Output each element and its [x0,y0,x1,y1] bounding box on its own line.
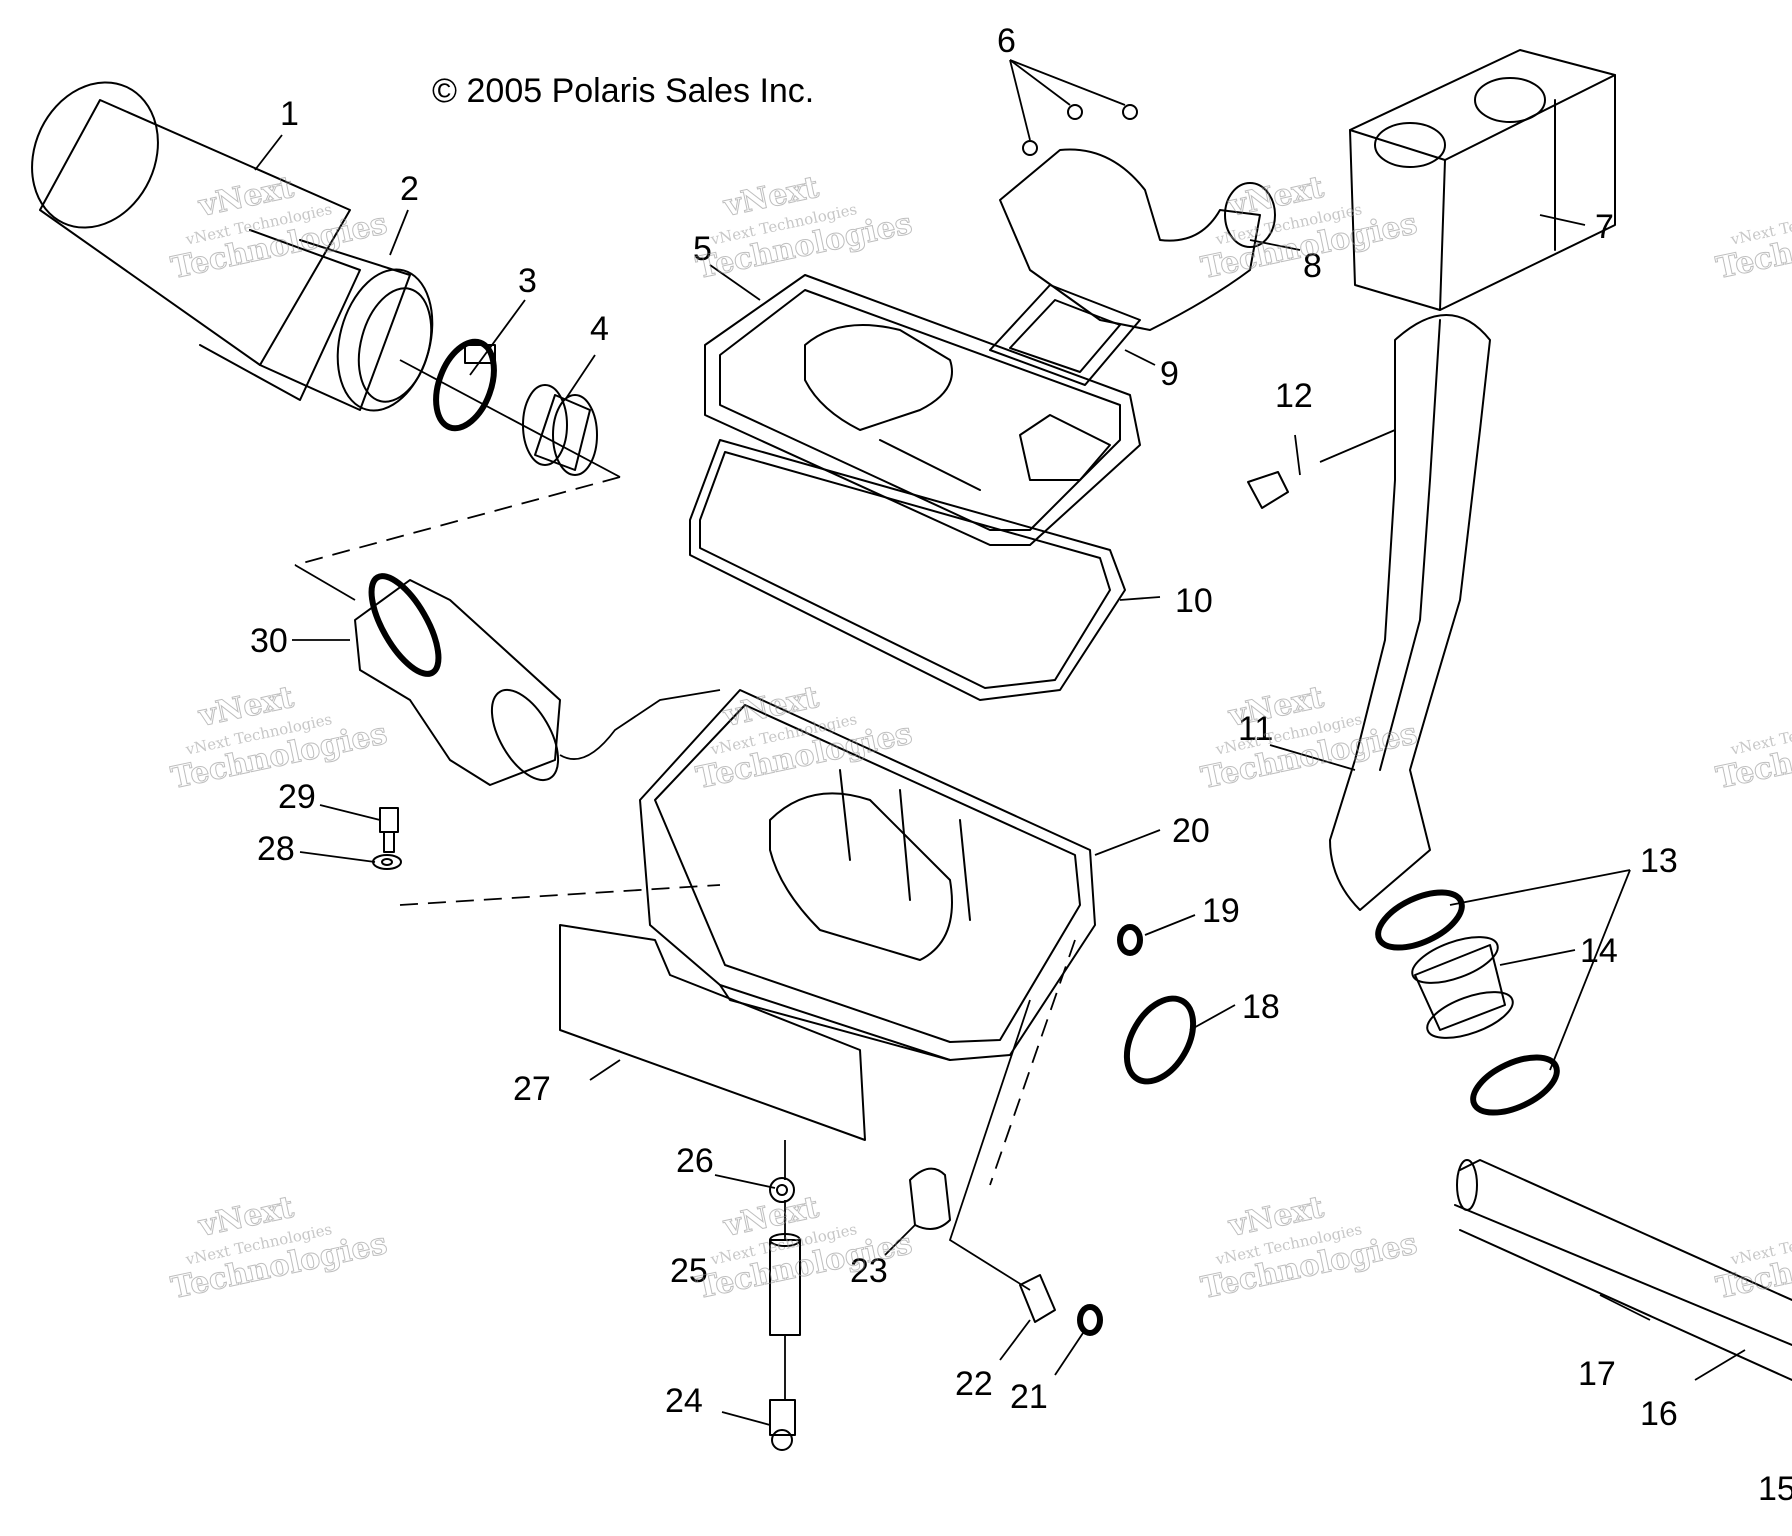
callout-18: 18 [1242,988,1280,1026]
part-7-intake-box [1349,49,1616,311]
part-20-airbox [639,689,1096,1061]
watermark: vNext vNext Technologies Technologies [1198,1189,1421,1306]
callout-leaders [254,59,1746,1426]
callout-16: 16 [1640,1395,1678,1433]
part-22-drain-cap [1019,1274,1056,1323]
watermark: vNext Technologies Technologies [1713,1220,1792,1307]
part-18-clamp [1123,995,1197,1085]
callout-21: 21 [1010,1378,1048,1416]
callout-12: 12 [1275,377,1313,415]
callout-6: 6 [997,22,1016,60]
part-1-air-filter [31,81,361,401]
callout-1: 1 [280,95,299,133]
part-11-intake-tube [1329,314,1491,911]
watermark: vNext vNext Technologies Technologies [1198,679,1421,796]
part-2-filter-adapter [259,239,434,412]
part-9-seal-plate [989,284,1141,386]
callout-10: 10 [1175,582,1213,620]
part-3-clamp [433,338,497,432]
svg-text:Technologies: Technologies [1713,716,1792,796]
callout-4: 4 [590,310,609,348]
callout-17: 17 [1578,1355,1616,1393]
watermark-group: vNext vNext Technologies Technologies vN… [168,169,1792,1307]
callout-20: 20 [1172,812,1210,850]
callout-3: 3 [518,262,537,300]
watermark: vNext vNext Technologies Technologies [168,679,391,796]
part-6-screws [1022,104,1138,156]
copyright-notice: © 2005 Polaris Sales Inc. [432,72,815,110]
part-14-boot [1411,936,1514,1039]
watermark: vNext Technologies Technologies [1713,200,1792,287]
part-24-fitting [769,1399,796,1451]
part-13-hose-clamps [1375,889,1560,1116]
callout-14: 14 [1580,932,1618,970]
callout-15: 15 [1758,1470,1792,1508]
callout-24: 24 [665,1382,703,1420]
watermark: vNext vNext Technologies Technologies [168,169,391,286]
callout-5: 5 [693,230,712,268]
callout-28: 28 [257,830,295,868]
part-10-gasket [689,439,1126,701]
callout-2: 2 [400,170,419,208]
part-12-clip [1247,471,1289,509]
callout-13: 13 [1640,842,1678,880]
connection-lines [294,359,1076,1400]
callout-29: 29 [278,778,316,816]
watermark: vNext vNext Technologies Technologies [168,1189,391,1306]
callout-8: 8 [1303,247,1322,285]
watermark: vNext vNext Technologies Technologies [693,169,916,286]
part-23-clip [909,1167,951,1230]
callout-22: 22 [955,1365,993,1403]
part-30-intake-boot [354,573,561,786]
part-28-washer [372,854,402,870]
callout-9: 9 [1160,355,1179,393]
callout-numbers: 1 2 3 4 5 6 7 8 9 10 11 12 13 14 15 16 1… [250,22,1792,1508]
part-19-small-clamp [1117,924,1143,956]
watermark: vNext vNext Technologies Technologies [693,679,916,796]
callout-25: 25 [670,1252,708,1290]
callout-23: 23 [850,1252,888,1290]
callout-7: 7 [1595,208,1614,246]
callout-19: 19 [1202,892,1240,930]
callout-30: 30 [250,622,288,660]
callout-26: 26 [676,1142,714,1180]
callout-27: 27 [513,1070,551,1108]
callout-11: 11 [1238,710,1273,748]
part-8-intake-duct [999,148,1276,331]
part-27-foam-pad [559,924,866,1141]
part-21-small-clamp [1077,1304,1103,1336]
part-4-coupler [522,384,598,476]
part-26-nut [769,1177,795,1203]
svg-text:Technologies: Technologies [1713,206,1792,286]
part-5-airbox-cover [704,274,1141,546]
watermark: vNext Technologies Technologies [1713,710,1792,797]
part-29-bolt [379,807,399,853]
